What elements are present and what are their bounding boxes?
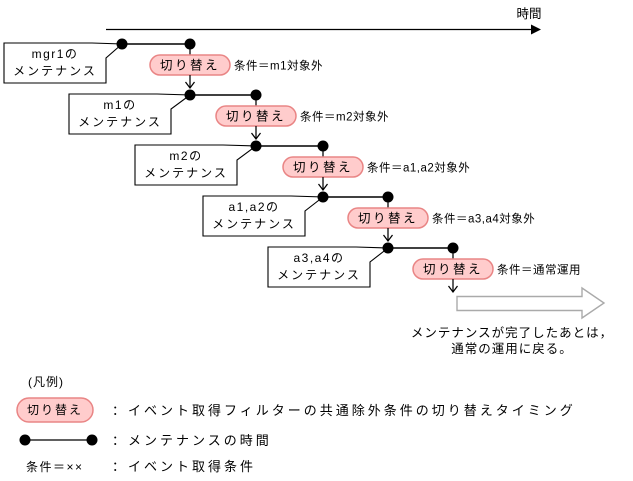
- flow-caption-line1: メンテナンスが完了したあとは，: [411, 325, 613, 340]
- maintenance-row: m1のメンテナンス 切り替え条件＝m2対象外: [68, 89, 389, 141]
- box-label-line2: メンテナンス: [78, 115, 162, 129]
- maintenance-start-dot: [317, 191, 329, 203]
- box-label-line1: mgr1の: [32, 47, 79, 61]
- maintenance-box: [267, 246, 390, 288]
- condition-label: 条件＝通常運用: [497, 263, 581, 277]
- down-arrowhead: [185, 81, 195, 90]
- maintenance-box: [134, 144, 258, 186]
- condition-label: 条件＝a3,a4対象外: [432, 212, 535, 226]
- time-axis: 時間: [106, 7, 542, 35]
- box-label-line1: a3,a4の: [293, 251, 344, 265]
- legend-switch-oval-label: 切り替え: [27, 403, 83, 417]
- legend-maintenance-line-symbol: [19, 434, 98, 446]
- time-axis-arrowhead: [531, 24, 541, 35]
- maintenance-box: [3, 42, 124, 84]
- legend-condition-description: ：イベント取得条件: [112, 459, 256, 474]
- box-label-line2: メンテナンス: [212, 217, 296, 231]
- box-label-line1: m2の: [169, 149, 202, 163]
- box-label-line2: メンテナンス: [144, 166, 228, 180]
- down-arrowhead: [251, 132, 261, 141]
- box-label-line1: a1,a2の: [228, 200, 279, 214]
- maintenance-start-dot: [184, 89, 196, 101]
- maintenance-rows: mgr1のメンテナンス切り替え条件＝m1対象外m1のメンテナンス切り替え条件＝m…: [3, 38, 581, 294]
- maintenance-row: mgr1のメンテナンス 切り替え条件＝m1対象外: [3, 38, 323, 90]
- switch-oval-label: 切り替え: [160, 59, 220, 73]
- switch-oval-label: 切り替え: [423, 263, 483, 277]
- maintenance-row: a3,a4のメンテナンス 切り替え条件＝通常運用: [267, 242, 581, 294]
- legend-condition-symbol: 条件＝××: [26, 460, 84, 474]
- switch-oval-label: 切り替え: [293, 161, 353, 175]
- legend-dot-right: [86, 434, 98, 446]
- normal-operation-arrow: [456, 286, 606, 320]
- condition-label: 条件＝a1,a2対象外: [367, 161, 470, 175]
- legend: (凡例) 切り替え ：イベント取得フィルターの共通除外条件の切り替えタイミング …: [16, 375, 576, 474]
- maintenance-start-dot: [250, 140, 262, 152]
- down-arrowhead: [318, 183, 328, 192]
- switch-oval-label: 切り替え: [226, 110, 286, 124]
- legend-maintenance-description: ：メンテナンスの時間: [112, 433, 272, 448]
- maintenance-box: [68, 93, 192, 135]
- maintenance-box: [202, 195, 325, 237]
- box-label-line2: メンテナンス: [13, 64, 97, 78]
- time-axis-label: 時間: [516, 7, 541, 21]
- switch-oval-label: 切り替え: [358, 212, 418, 226]
- condition-label: 条件＝m1対象外: [234, 59, 323, 73]
- maintenance-row: a1,a2のメンテナンス 切り替え条件＝a3,a4対象外: [202, 191, 535, 243]
- box-label-line1: m1の: [103, 98, 136, 112]
- maintenance-start-dot: [116, 38, 128, 50]
- legend-switch-oval: [16, 397, 94, 423]
- down-arrowhead: [448, 285, 458, 294]
- legend-dot-left: [19, 434, 31, 446]
- box-label-line2: メンテナンス: [277, 268, 361, 282]
- maintenance-row: m2のメンテナンス 切り替え条件＝a1,a2対象外: [134, 140, 470, 192]
- flow-caption-line2: 通常の運用に戻る。: [451, 342, 573, 356]
- legend-title: (凡例): [28, 375, 64, 389]
- legend-switch-description: ：イベント取得フィルターの共通除外条件の切り替えタイミング: [112, 403, 576, 418]
- maintenance-start-dot: [382, 242, 394, 254]
- condition-label: 条件＝m2対象外: [300, 110, 389, 124]
- down-arrowhead: [383, 234, 393, 243]
